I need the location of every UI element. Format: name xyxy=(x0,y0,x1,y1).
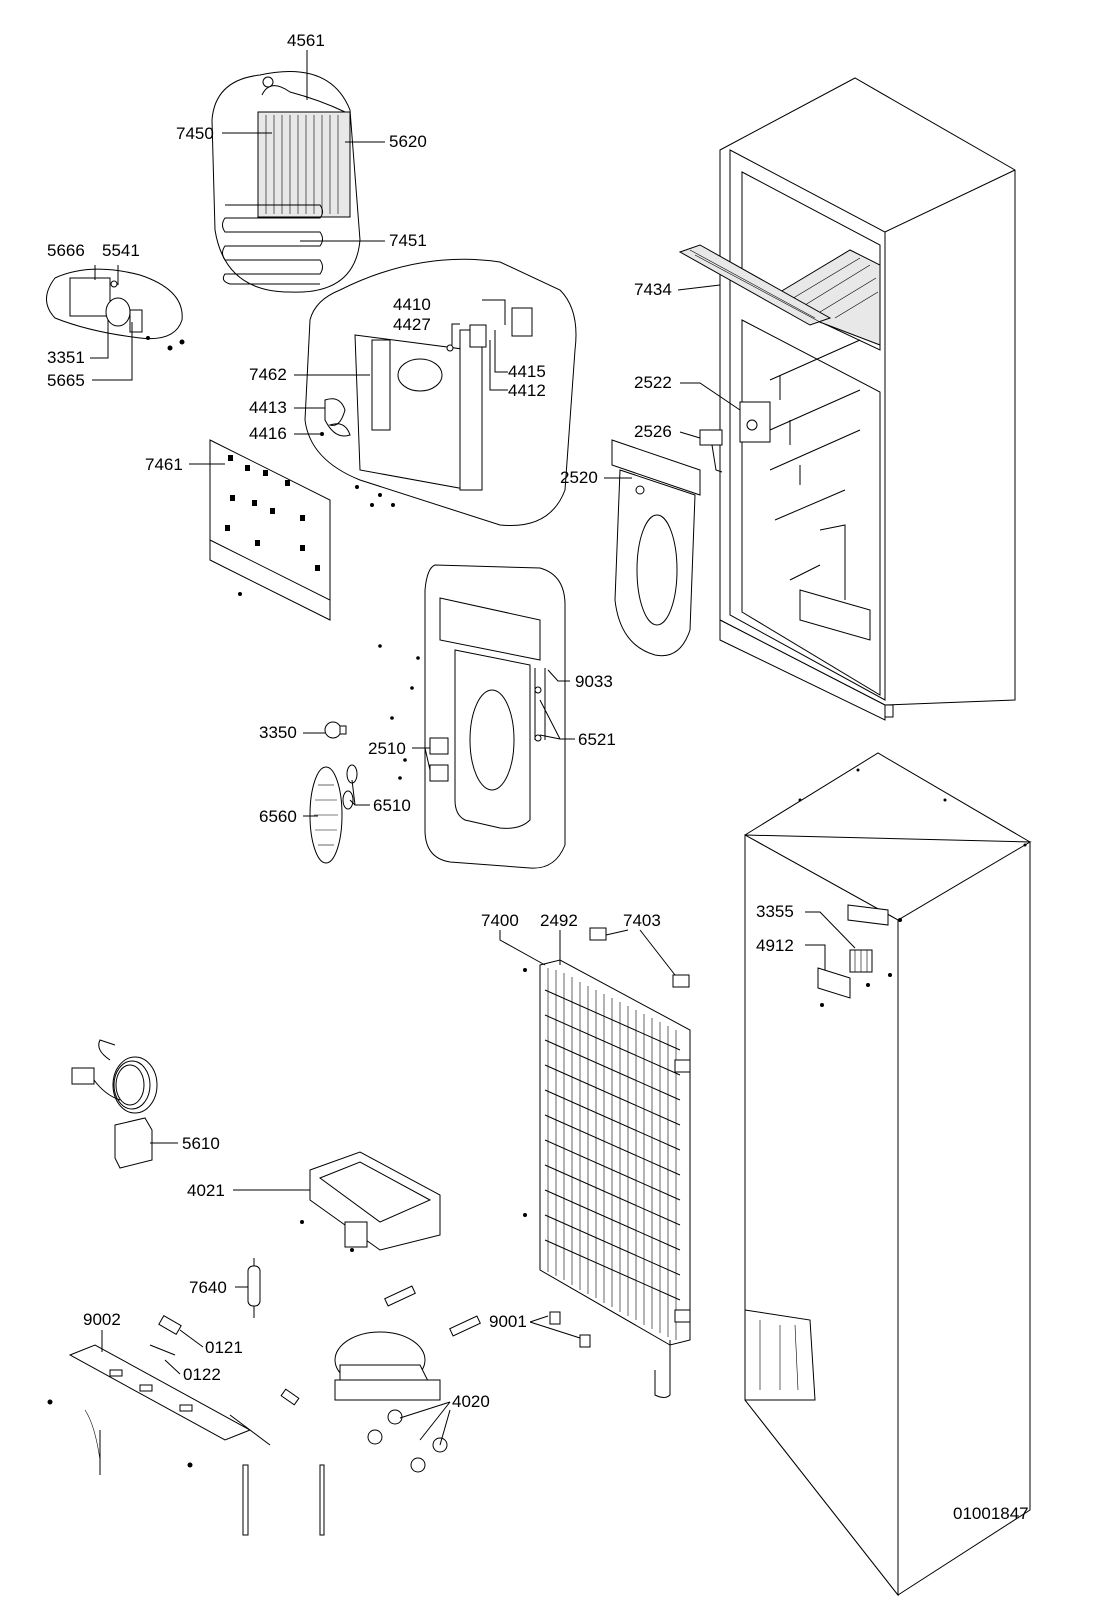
knob-3351 xyxy=(105,297,131,327)
cover-4912 xyxy=(817,967,892,1007)
lamp-cover-6560 xyxy=(309,766,343,864)
label-7434: 7434 xyxy=(634,280,672,299)
label-4427: 4427 xyxy=(393,315,431,334)
condenser-7400 xyxy=(523,959,691,1398)
evaporator-coil-7451 xyxy=(222,204,323,285)
label-4020: 4020 xyxy=(452,1392,490,1411)
rear-panel-7461 xyxy=(209,439,331,621)
label-7400: 7400 xyxy=(481,911,519,930)
terminal-block-3355 xyxy=(849,949,873,973)
label-4412: 4412 xyxy=(508,381,546,400)
label-2510: 2510 xyxy=(368,739,406,758)
label-2520: 2520 xyxy=(560,468,598,487)
label-5610: 5610 xyxy=(182,1134,220,1153)
bracket-2526 xyxy=(699,429,723,473)
label-3350: 3350 xyxy=(259,723,297,742)
lamp-housing-2520 xyxy=(611,439,701,657)
label-5541: 5541 xyxy=(102,241,140,260)
label-6560: 6560 xyxy=(259,807,297,826)
label-2526: 2526 xyxy=(634,422,672,441)
label-7461: 7461 xyxy=(145,455,183,474)
label-9033: 9033 xyxy=(575,672,613,691)
label-2522: 2522 xyxy=(634,373,672,392)
pipes-0121-0122 xyxy=(149,1314,325,1536)
fridge-cabinet-front xyxy=(719,77,1016,721)
label-6510: 6510 xyxy=(373,796,411,815)
filter-dryer-7640 xyxy=(247,1258,261,1318)
label-9001: 9001 xyxy=(489,1312,527,1331)
evaporator-part-7450 xyxy=(257,111,351,218)
spacers-7403 xyxy=(589,927,690,988)
label-4410: 4410 xyxy=(393,295,431,314)
label-7451: 7451 xyxy=(389,231,427,250)
power-cord xyxy=(71,1039,158,1114)
fan-housing-group xyxy=(304,258,577,527)
label-5665: 5665 xyxy=(47,371,85,390)
drip-tray-4021 xyxy=(300,1151,441,1252)
label-7462: 7462 xyxy=(249,365,287,384)
label-9002: 9002 xyxy=(83,1310,121,1329)
motor-part-4427 xyxy=(469,324,487,348)
label-5666: 5666 xyxy=(47,241,85,260)
compressor-4020 xyxy=(334,1331,448,1473)
control-unit-group xyxy=(46,268,185,351)
label-0121: 0121 xyxy=(205,1338,243,1357)
label-0122: 0122 xyxy=(183,1365,221,1384)
label-7640: 7640 xyxy=(189,1278,227,1297)
switch-2522 xyxy=(739,401,771,443)
lamps-6510 xyxy=(342,764,358,810)
drawing-reference-number: 01001847 xyxy=(953,1504,1029,1523)
evaporator-group xyxy=(211,71,361,293)
fan-blade-4413 xyxy=(324,398,351,437)
label-2492: 2492 xyxy=(540,911,578,930)
label-4912: 4912 xyxy=(756,936,794,955)
label-4415: 4415 xyxy=(508,362,546,381)
label-4416: 4416 xyxy=(249,424,287,443)
fridge-cabinet-rear xyxy=(744,752,1032,1597)
label-4413: 4413 xyxy=(249,398,287,417)
lamp-holders-2510 xyxy=(429,737,449,782)
label-3355: 3355 xyxy=(756,902,794,921)
label-5620: 5620 xyxy=(389,132,427,151)
knob-3350 xyxy=(324,721,347,739)
clips-9001 xyxy=(384,1285,591,1348)
label-7450: 7450 xyxy=(176,124,214,143)
label-4561: 4561 xyxy=(287,31,325,50)
lamp-housing-group xyxy=(378,564,566,869)
label-3351: 3351 xyxy=(47,348,85,367)
leader-lines xyxy=(90,50,856,1446)
motor-4415 xyxy=(511,307,533,337)
shelf-7434 xyxy=(678,244,832,326)
relay-5610 xyxy=(114,1117,153,1169)
label-6521: 6521 xyxy=(578,730,616,749)
label-7403: 7403 xyxy=(623,911,661,930)
thermostat-box-5666 xyxy=(69,277,111,317)
label-4021: 4021 xyxy=(187,1181,225,1200)
